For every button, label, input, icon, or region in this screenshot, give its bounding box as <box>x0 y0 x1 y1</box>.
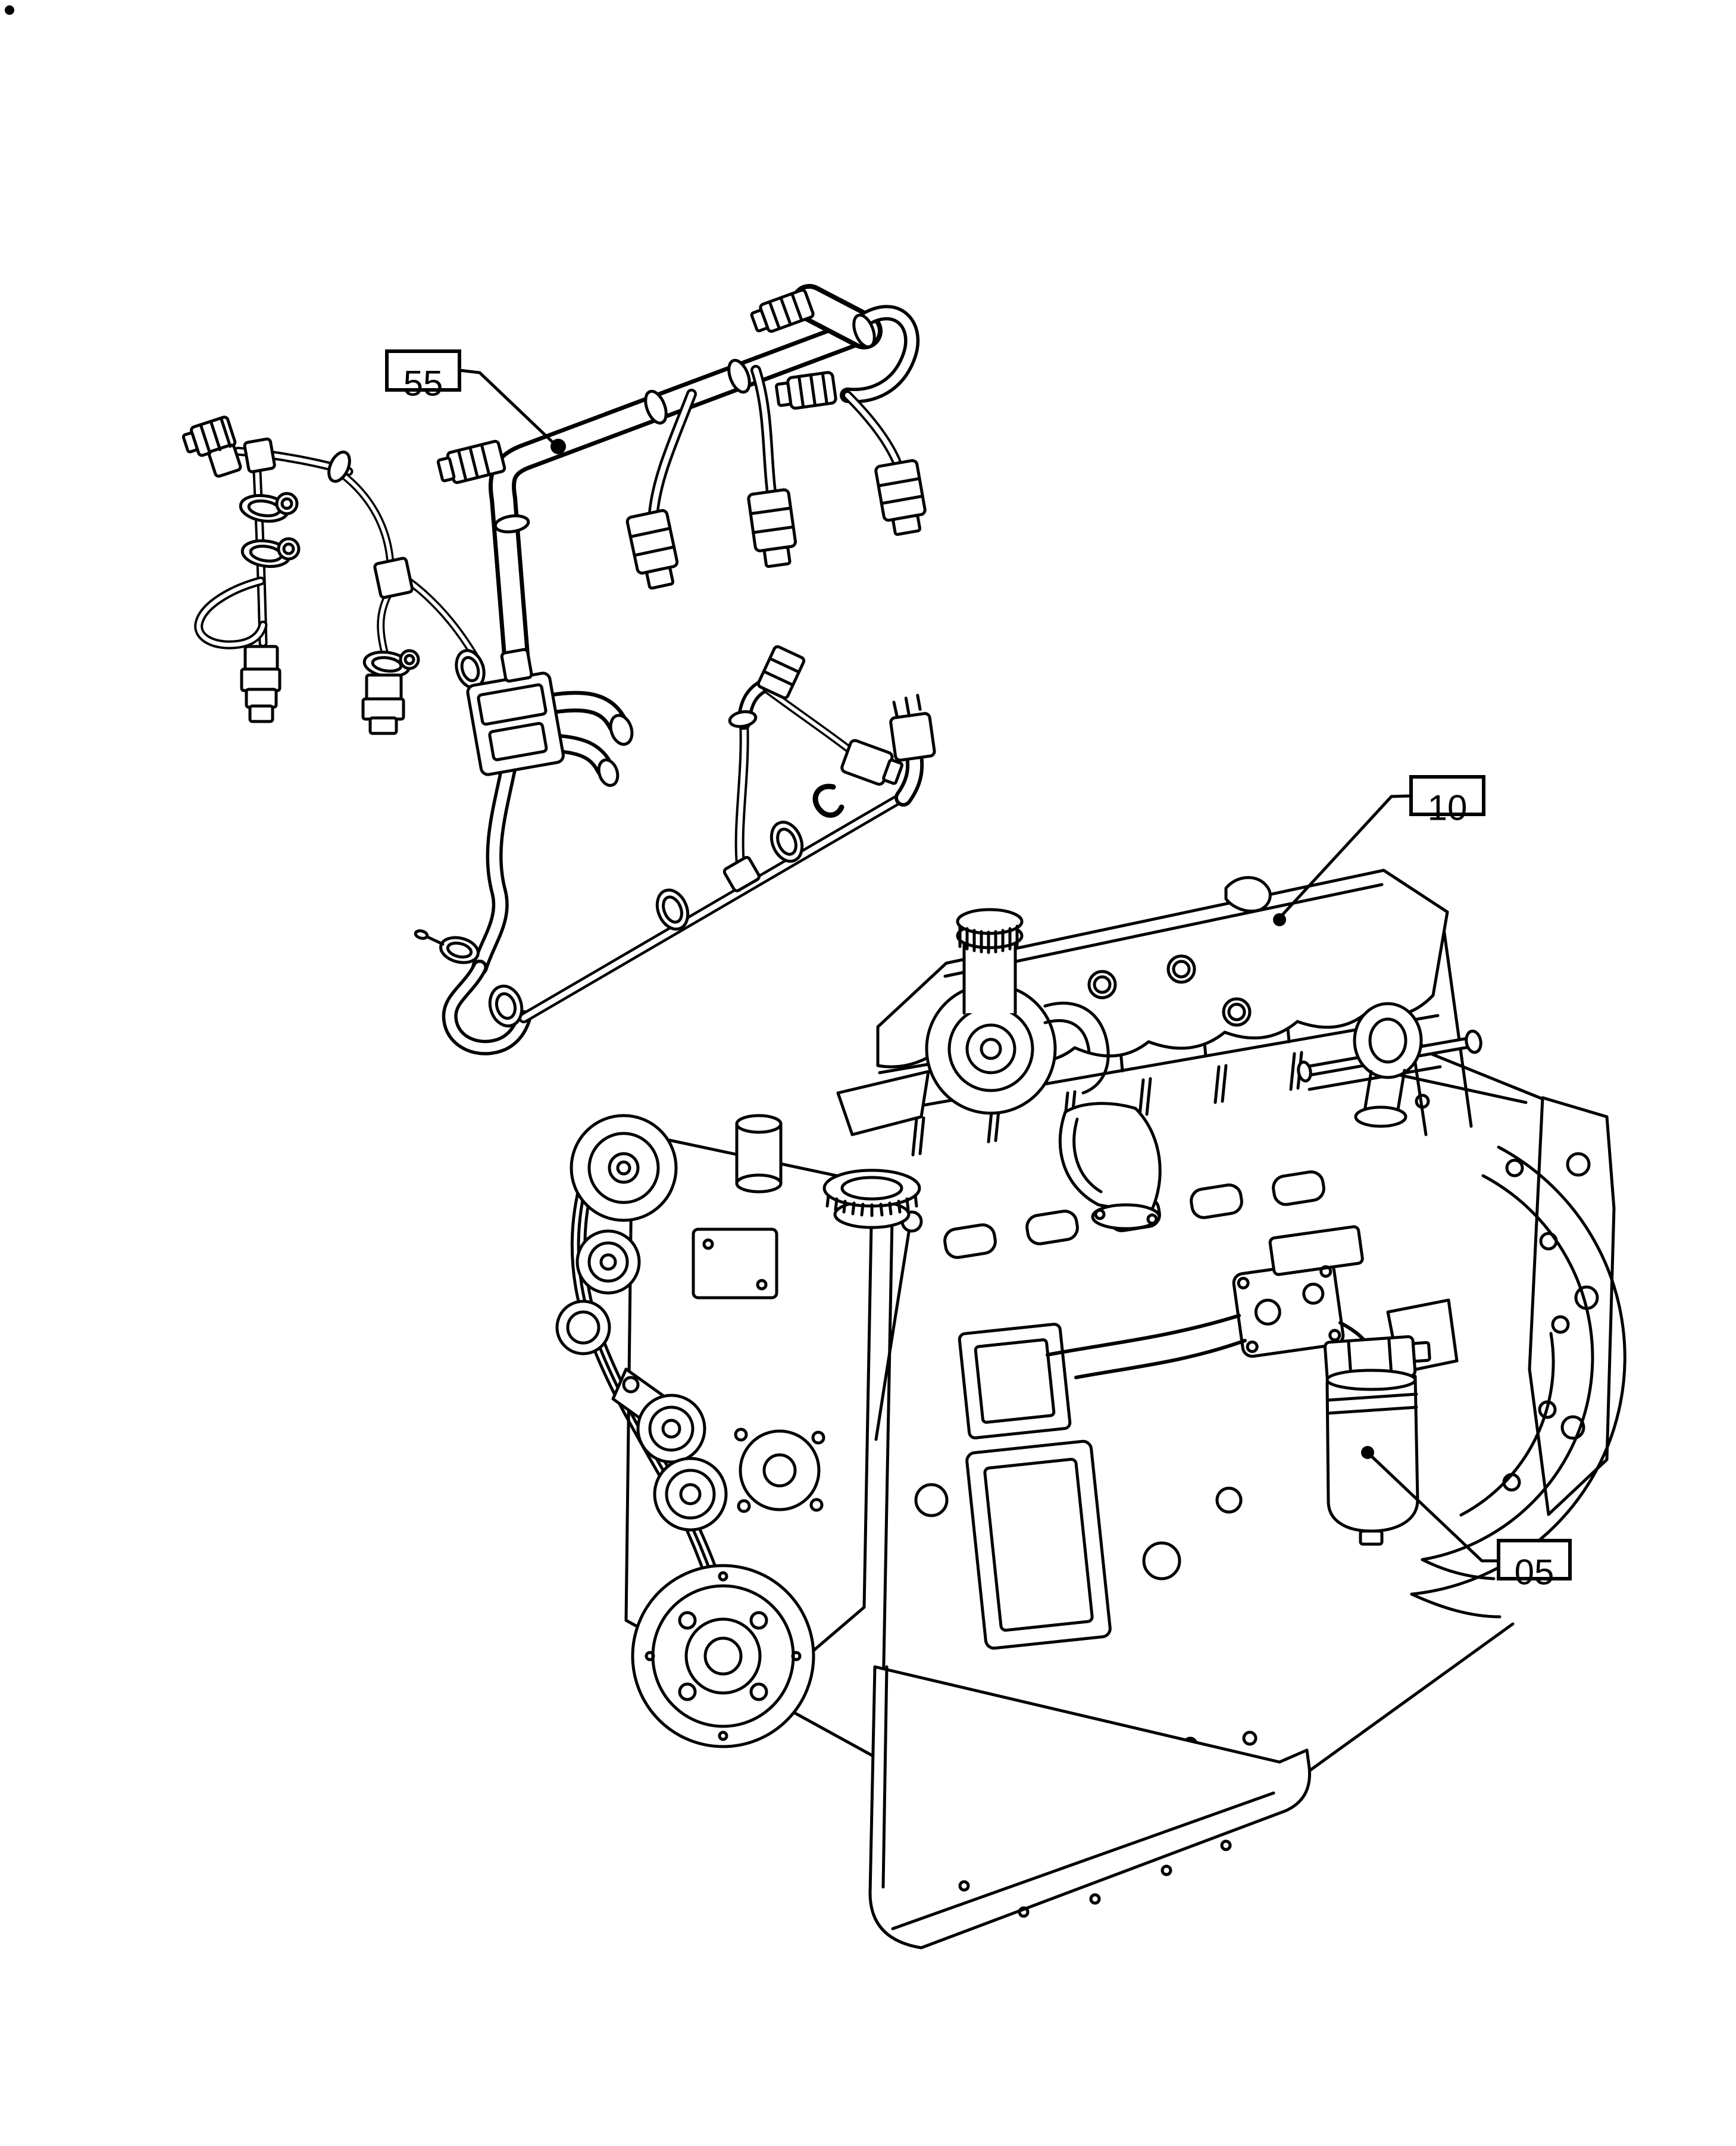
mid-junction <box>373 557 414 599</box>
callout-05-anchor-dot <box>1361 1446 1374 1459</box>
harness-injector-drops <box>648 365 777 518</box>
harness-top-loop <box>840 305 920 466</box>
breather-cylinder <box>735 1114 783 1194</box>
corner-dot-artifact <box>5 5 14 15</box>
callout-10: 10 <box>1273 775 1485 926</box>
oil-filler-cap <box>822 1169 921 1229</box>
wiring-harness-drawing <box>182 284 936 1055</box>
callout-05: 05 <box>1361 1446 1572 1592</box>
fuel-filter <box>1323 1335 1431 1546</box>
harness-main-trunk <box>488 284 883 691</box>
loop-connector <box>775 371 837 410</box>
callout-05-label: 05 <box>1515 1553 1554 1592</box>
callout-10-anchor-dot <box>1273 913 1286 926</box>
rail-end-connector <box>889 694 936 762</box>
engine-drawing <box>555 869 1626 1950</box>
callout-10-leader-line <box>1278 794 1412 919</box>
turbocharger <box>925 908 1110 1115</box>
callout-55: 55 <box>385 349 566 454</box>
callout-55-box[interactable] <box>385 349 461 392</box>
left-tee <box>243 437 276 473</box>
harness-left-branch <box>194 446 485 671</box>
flywheel-housing <box>1394 919 1626 1619</box>
callout-05-leader-line <box>1368 1452 1499 1563</box>
left-bottom-connector <box>240 645 281 723</box>
callout-55-anchor-dot <box>550 439 566 454</box>
callout-10-label: 10 <box>1428 788 1468 828</box>
junction-block <box>466 671 565 776</box>
callout-55-leader-line <box>459 368 556 445</box>
harness-clamps <box>239 313 876 1027</box>
rail-branch-connector <box>840 739 903 786</box>
callout-05-box[interactable] <box>1497 1539 1572 1580</box>
lifting-eye <box>1353 1002 1423 1128</box>
harness-sensor-rail <box>518 677 924 1023</box>
harness-connectors <box>182 288 936 892</box>
sensor-stub-connector <box>436 439 506 485</box>
injector-connector-2 <box>747 488 797 568</box>
callout-10-box[interactable] <box>1409 775 1485 816</box>
fuel-injection-pump <box>1046 1225 1459 1379</box>
mid-bottom-connector <box>361 673 405 735</box>
junction-top-stub <box>500 648 533 683</box>
oil-pan <box>868 1665 1311 1950</box>
front-belt-drive <box>555 1114 728 1627</box>
injector-connector-3 <box>874 459 927 536</box>
injector-connector-1 <box>625 509 679 590</box>
rail-tee <box>722 855 761 892</box>
intake-elbow <box>1058 1102 1162 1230</box>
callout-55-label: 55 <box>403 364 443 404</box>
rail-top-connector <box>756 645 806 699</box>
trunk-end-connector <box>750 288 815 333</box>
left-end-connector <box>182 416 242 478</box>
crankshaft-damper <box>631 1564 815 1748</box>
